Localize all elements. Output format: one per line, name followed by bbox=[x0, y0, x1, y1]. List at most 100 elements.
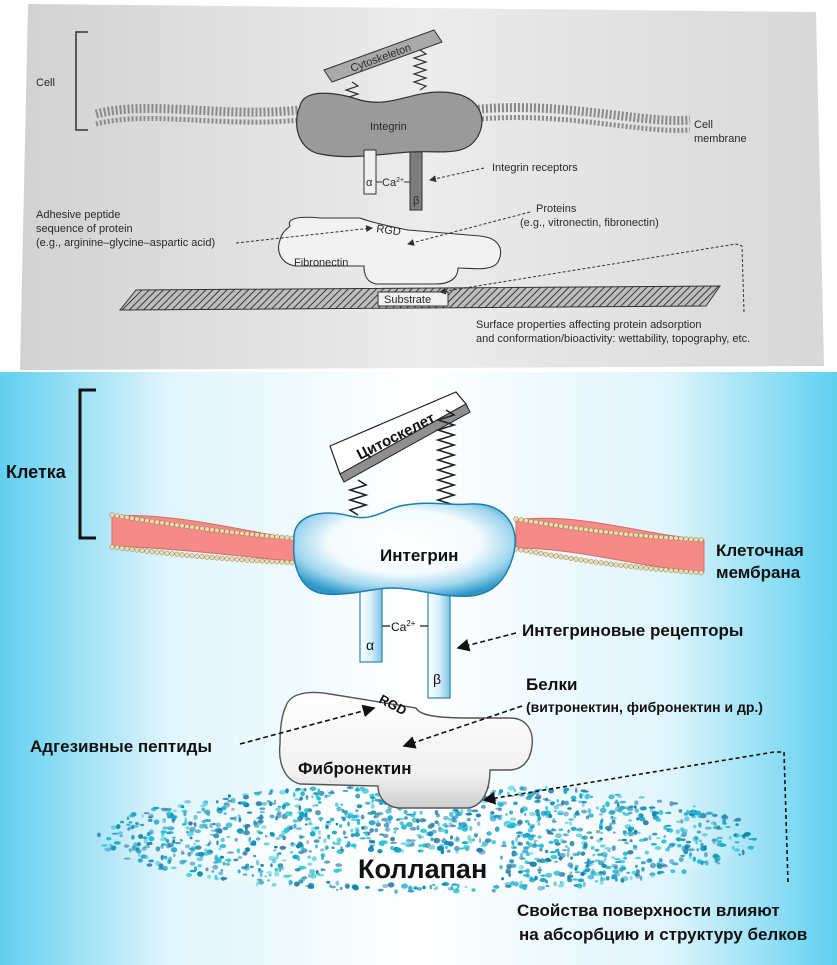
substrate-granule bbox=[693, 824, 697, 829]
substrate-granule bbox=[281, 804, 286, 810]
top-proteins-examples: (e.g., vitronectin, fibronectin) bbox=[520, 217, 659, 229]
substrate-granule bbox=[194, 845, 202, 850]
substrate-granule bbox=[168, 856, 173, 863]
substrate-granule bbox=[419, 818, 427, 823]
substrate-granule bbox=[661, 864, 668, 868]
substrate-granule bbox=[309, 786, 317, 791]
substrate-granule bbox=[611, 874, 618, 880]
substrate-granule bbox=[574, 867, 578, 871]
top-cell-membrane bbox=[94, 103, 691, 133]
substrate-granule bbox=[491, 840, 497, 845]
membrane-bead bbox=[538, 550, 544, 556]
substrate-granule bbox=[135, 847, 139, 851]
substrate-granule bbox=[539, 843, 544, 849]
top-peptide-line1: Adhesive peptide bbox=[36, 209, 120, 221]
substrate-granule bbox=[658, 809, 664, 816]
top-beta-label: β bbox=[413, 195, 419, 207]
substrate-granule bbox=[652, 813, 657, 817]
substrate-granule bbox=[209, 822, 213, 829]
substrate-granule bbox=[559, 880, 563, 884]
substrate-granule bbox=[638, 796, 645, 799]
substrate-granule bbox=[318, 791, 321, 796]
membrane-bead bbox=[593, 559, 599, 565]
substrate-granule bbox=[537, 868, 542, 872]
membrane-bead bbox=[613, 530, 619, 536]
bottom-membrane-right bbox=[515, 517, 705, 573]
substrate-granule bbox=[303, 808, 309, 813]
substrate-granule bbox=[295, 827, 303, 831]
substrate-granule bbox=[523, 846, 530, 850]
substrate-granule bbox=[335, 880, 340, 886]
substrate-granule bbox=[234, 837, 238, 842]
substrate-granule bbox=[181, 852, 185, 855]
substrate-granule bbox=[119, 820, 125, 824]
substrate-granule bbox=[466, 817, 471, 822]
substrate-granule bbox=[343, 836, 348, 839]
membrane-bead bbox=[683, 536, 689, 542]
substrate-granule bbox=[700, 862, 704, 866]
substrate-granule bbox=[385, 819, 392, 824]
substrate-granule bbox=[736, 833, 741, 838]
substrate-granule bbox=[224, 858, 232, 862]
membrane-bead bbox=[129, 546, 135, 552]
substrate-granule bbox=[355, 828, 360, 834]
substrate-granule bbox=[416, 818, 420, 824]
substrate-granule bbox=[169, 827, 175, 831]
substrate-granule bbox=[680, 854, 685, 858]
substrate-granule bbox=[672, 862, 679, 866]
substrate-granule bbox=[258, 831, 263, 835]
substrate-granule bbox=[509, 817, 517, 821]
substrate-granule bbox=[527, 828, 534, 833]
membrane-bead bbox=[244, 531, 250, 537]
membrane-bead bbox=[234, 556, 240, 562]
substrate-granule bbox=[220, 877, 228, 880]
substrate-granule bbox=[580, 851, 586, 856]
substrate-granule bbox=[155, 860, 160, 867]
substrate-granule bbox=[268, 873, 272, 877]
membrane-bead bbox=[598, 560, 604, 566]
substrate-granule bbox=[614, 793, 621, 796]
membrane-bead bbox=[608, 561, 614, 567]
membrane-bead bbox=[583, 558, 589, 564]
substrate-granule bbox=[328, 791, 335, 795]
membrane-bead bbox=[264, 533, 270, 539]
membrane-bead bbox=[259, 532, 265, 538]
substrate-granule bbox=[681, 828, 688, 833]
substrate-granule bbox=[634, 805, 637, 809]
substrate-granule bbox=[281, 859, 287, 862]
substrate-granule bbox=[539, 878, 547, 882]
substrate-granule bbox=[148, 813, 154, 819]
substrate-granule bbox=[167, 842, 174, 848]
substrate-granule bbox=[233, 858, 239, 862]
substrate-granule bbox=[684, 816, 690, 822]
substrate-granule bbox=[336, 837, 342, 843]
substrate-granule bbox=[642, 820, 649, 826]
substrate-granule bbox=[418, 835, 424, 839]
substrate-granule bbox=[342, 830, 347, 836]
substrate-granule bbox=[333, 868, 340, 873]
substrate-granule bbox=[184, 800, 192, 804]
substrate-granule bbox=[608, 810, 615, 815]
bottom-spring-left bbox=[347, 479, 369, 516]
substrate-granule bbox=[350, 828, 354, 833]
substrate-granule bbox=[587, 808, 592, 814]
membrane-bead bbox=[174, 551, 180, 557]
substrate-granule bbox=[109, 843, 113, 848]
substrate-granule bbox=[167, 831, 174, 835]
substrate-granule bbox=[316, 796, 322, 801]
substrate-granule bbox=[204, 800, 209, 803]
substrate-granule bbox=[268, 792, 272, 795]
substrate-granule bbox=[382, 884, 389, 888]
substrate-granule bbox=[162, 865, 168, 872]
substrate-granule bbox=[401, 824, 407, 830]
substrate-granule bbox=[150, 807, 157, 812]
substrate-granule bbox=[137, 858, 143, 863]
substrate-granule bbox=[256, 878, 263, 881]
substrate-granule bbox=[648, 834, 652, 841]
substrate-granule bbox=[463, 845, 470, 850]
membrane-bead bbox=[673, 535, 679, 541]
membrane-bead bbox=[159, 520, 165, 526]
substrate-granule bbox=[162, 826, 169, 830]
membrane-bead bbox=[528, 518, 534, 524]
substrate-granule bbox=[711, 821, 716, 825]
